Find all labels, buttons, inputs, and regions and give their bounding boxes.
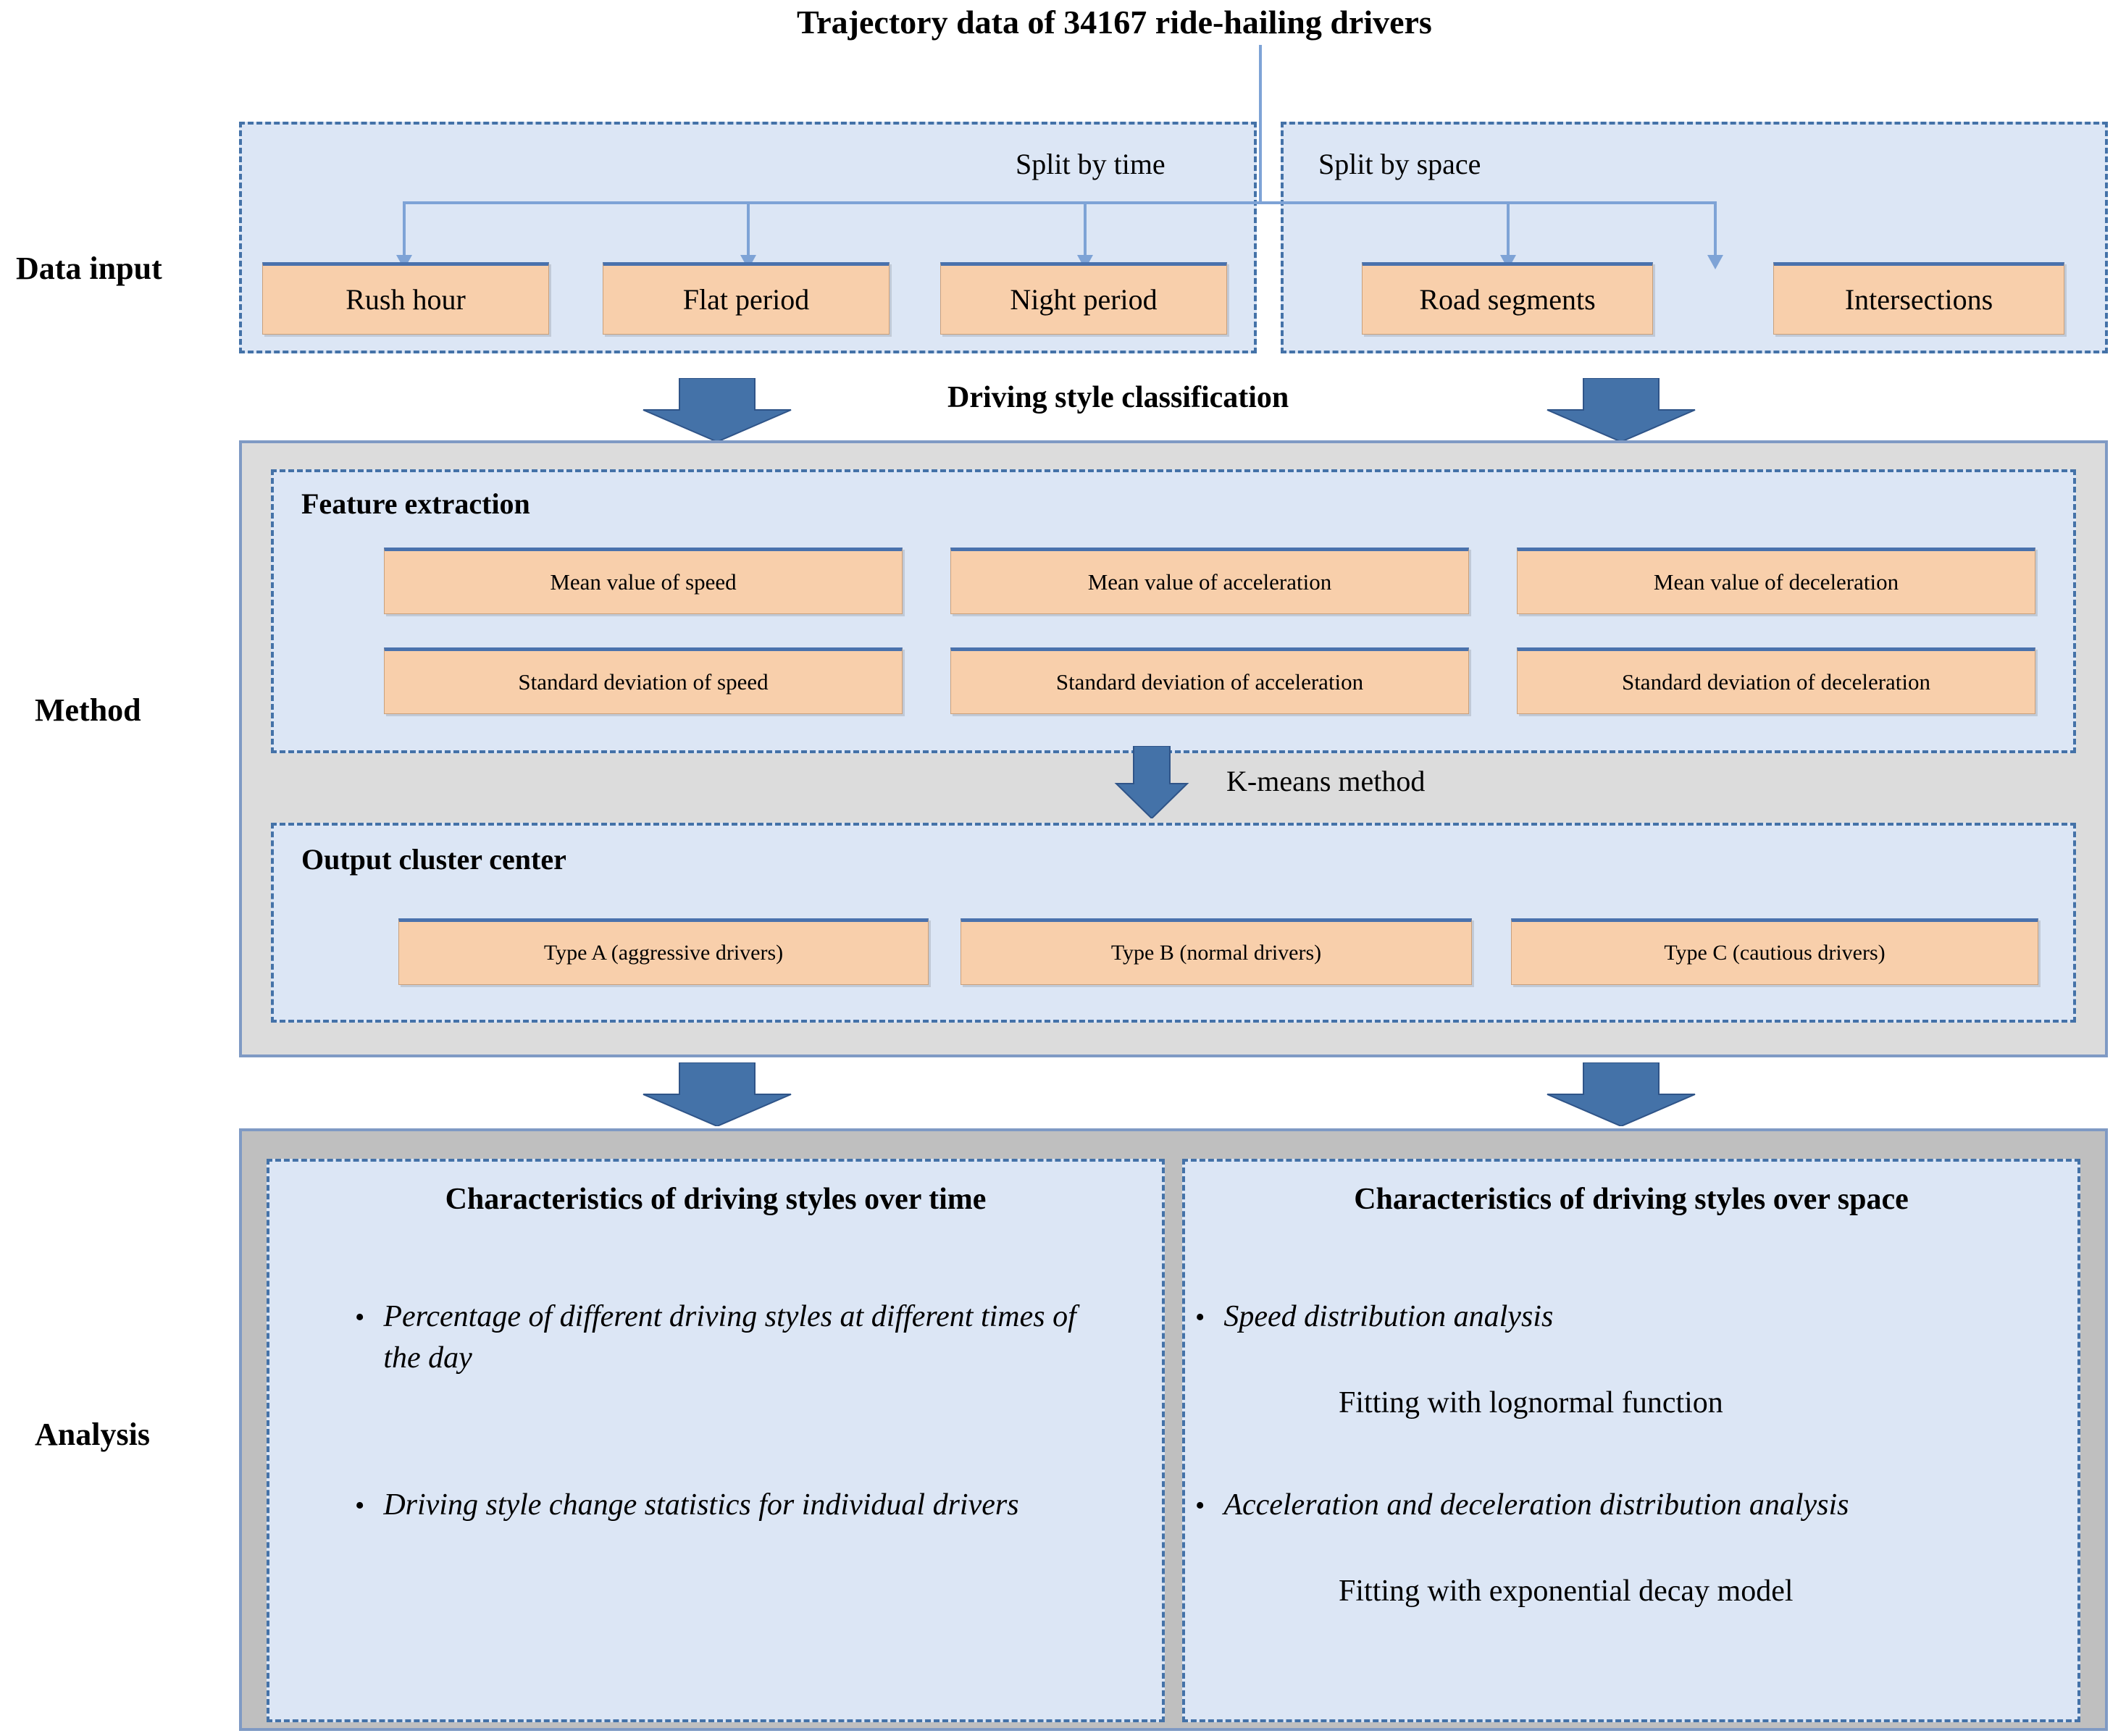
cluster-box-type-c[interactable]: Type C (cautious drivers) bbox=[1511, 918, 2038, 985]
bullet-icon: • bbox=[355, 1302, 365, 1333]
page-title: Trajectory data of 34167 ride-hailing dr… bbox=[797, 4, 1432, 41]
analysis-space-bullet-1-text: Speed distribution analysis bbox=[1223, 1300, 1554, 1333]
analysis-space-panel-title: Characteristics of driving styles over s… bbox=[1354, 1183, 1909, 1216]
analysis-time-panel-title: Characteristics of driving styles over t… bbox=[445, 1183, 987, 1216]
split-by-time-label: Split by time bbox=[1016, 148, 1165, 180]
cluster-box-type-c-label: Type C (cautious drivers) bbox=[1664, 940, 1886, 965]
analysis-space-bullet-1: • Speed distribution analysis bbox=[1195, 1296, 2072, 1338]
row-label-data-input: Data input bbox=[16, 251, 162, 286]
analysis-time-bullet-2: • Driving style change statistics for in… bbox=[355, 1485, 1087, 1526]
feature-box-std-acceleration-label: Standard deviation of acceleration bbox=[1055, 669, 1364, 695]
output-cluster-center-heading: Output cluster center bbox=[301, 843, 566, 876]
feature-box-mean-speed[interactable]: Mean value of speed bbox=[384, 548, 903, 614]
row-label-method: Method bbox=[35, 692, 141, 728]
branch-line-flat-period bbox=[747, 201, 750, 257]
cluster-box-type-a[interactable]: Type A (aggressive drivers) bbox=[398, 918, 929, 985]
data-box-rush-hour-label: Rush hour bbox=[346, 283, 466, 316]
data-box-intersections-label: Intersections bbox=[1844, 283, 1993, 316]
analysis-space-subline-2: Fitting with exponential decay model bbox=[1339, 1574, 1794, 1608]
analysis-time-bullet-1: • Percentage of different driving styles… bbox=[355, 1296, 1087, 1378]
feature-box-std-speed[interactable]: Standard deviation of speed bbox=[384, 647, 903, 714]
branch-line-rush-hour bbox=[403, 201, 406, 257]
down-arrow-right-to-method bbox=[1541, 378, 1701, 442]
cluster-box-type-a-label: Type A (aggressive drivers) bbox=[543, 940, 784, 965]
cluster-box-type-b-label: Type B (normal drivers) bbox=[1110, 940, 1322, 965]
data-box-road-segments[interactable]: Road segments bbox=[1362, 262, 1653, 335]
title-stem-line bbox=[1259, 45, 1262, 203]
data-box-flat-period-label: Flat period bbox=[682, 283, 810, 316]
data-box-intersections[interactable]: Intersections bbox=[1773, 262, 2064, 335]
split-by-space-bus-line bbox=[1231, 201, 1717, 204]
feature-box-std-speed-label: Standard deviation of speed bbox=[518, 669, 769, 695]
branch-line-night-period bbox=[1084, 201, 1087, 257]
down-arrow-kmeans bbox=[1112, 746, 1192, 818]
data-box-road-segments-label: Road segments bbox=[1419, 283, 1596, 316]
feature-box-mean-speed-label: Mean value of speed bbox=[550, 569, 737, 595]
analysis-space-panel bbox=[1182, 1159, 2080, 1722]
branch-line-intersections bbox=[1714, 201, 1717, 257]
split-by-space-label: Split by space bbox=[1318, 148, 1481, 180]
analysis-time-bullet-1-text: Percentage of different driving styles a… bbox=[383, 1300, 1076, 1375]
split-by-time-bus-line bbox=[403, 201, 1259, 204]
kmeans-method-label: K-means method bbox=[1226, 765, 1426, 797]
feature-box-mean-deceleration-label: Mean value of deceleration bbox=[1653, 569, 1899, 595]
down-arrow-left-to-analysis bbox=[637, 1062, 797, 1126]
feature-extraction-heading: Feature extraction bbox=[301, 487, 530, 520]
analysis-space-bullet-2: • Acceleration and deceleration distribu… bbox=[1195, 1485, 2093, 1526]
down-arrow-left-to-method bbox=[637, 378, 797, 442]
bullet-icon: • bbox=[1195, 1302, 1205, 1333]
down-arrow-right-to-analysis bbox=[1541, 1062, 1701, 1126]
feature-box-mean-acceleration[interactable]: Mean value of acceleration bbox=[950, 548, 1469, 614]
bullet-icon: • bbox=[1195, 1490, 1205, 1521]
feature-box-std-deceleration-label: Standard deviation of deceleration bbox=[1621, 669, 1931, 695]
branch-line-road-segments bbox=[1507, 201, 1510, 257]
feature-box-std-deceleration[interactable]: Standard deviation of deceleration bbox=[1517, 647, 2035, 714]
data-box-night-period[interactable]: Night period bbox=[940, 262, 1227, 335]
feature-box-mean-deceleration[interactable]: Mean value of deceleration bbox=[1517, 548, 2035, 614]
analysis-time-bullet-2-text: Driving style change statistics for indi… bbox=[383, 1488, 1019, 1522]
feature-box-mean-acceleration-label: Mean value of acceleration bbox=[1087, 569, 1332, 595]
data-box-rush-hour[interactable]: Rush hour bbox=[262, 262, 549, 335]
row-label-analysis: Analysis bbox=[35, 1417, 150, 1452]
analysis-time-panel bbox=[267, 1159, 1165, 1722]
analysis-space-subline-1: Fitting with lognormal function bbox=[1339, 1386, 1723, 1420]
arrowhead-intersections bbox=[1707, 255, 1723, 269]
data-box-flat-period[interactable]: Flat period bbox=[603, 262, 890, 335]
analysis-space-bullet-2-text: Acceleration and deceleration distributi… bbox=[1223, 1488, 1849, 1522]
bullet-icon: • bbox=[355, 1490, 365, 1521]
cluster-box-type-b[interactable]: Type B (normal drivers) bbox=[961, 918, 1472, 985]
driving-style-classification-label: Driving style classification bbox=[947, 381, 1289, 414]
data-box-night-period-label: Night period bbox=[1010, 283, 1158, 316]
feature-box-std-acceleration[interactable]: Standard deviation of acceleration bbox=[950, 647, 1469, 714]
